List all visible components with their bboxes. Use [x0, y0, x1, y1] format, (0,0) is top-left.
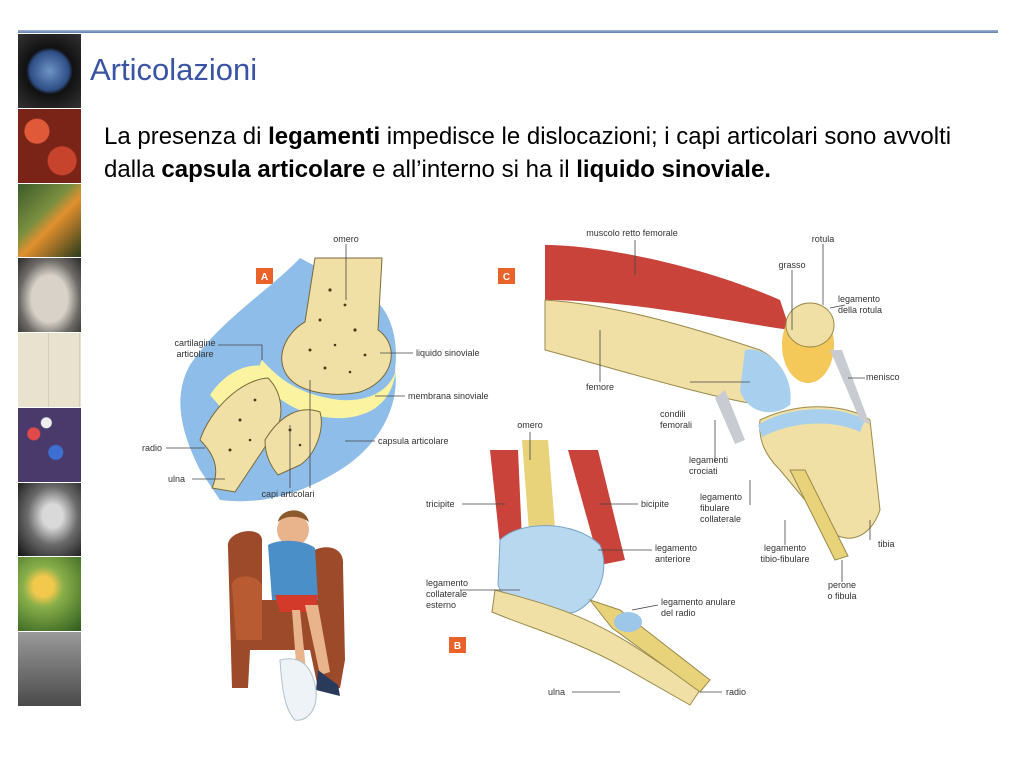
- label-cartilagine: cartilagine: [174, 338, 215, 348]
- label-esterno: esterno: [426, 600, 456, 610]
- label-legamento-anulare: legamento anulare: [661, 597, 736, 607]
- label-fibulare: fibulare: [700, 503, 730, 513]
- condyle-cartilage: [740, 349, 791, 413]
- label-legamenti-crociati: legamenti: [689, 455, 728, 465]
- omero-bone: [281, 257, 392, 395]
- menisco-shape: [758, 409, 865, 437]
- badge-b-label: B: [454, 641, 461, 652]
- earth-image: [18, 34, 81, 109]
- label-capi-articolari: capi articolari: [261, 489, 314, 499]
- label-tibia: tibia: [878, 539, 895, 549]
- label-condili: condili: [660, 409, 686, 419]
- label-tibio-fibulare: tibio-fibulare: [760, 554, 809, 564]
- slide-title: Articolazioni: [90, 52, 258, 87]
- perone-bone: [789, 469, 849, 561]
- flowers-image: [18, 557, 81, 633]
- paragraph-text: La presenza di: [104, 123, 269, 150]
- label-liquido-sinoviale: liquido sinoviale: [416, 348, 480, 358]
- tricipite-muscle: [490, 450, 522, 545]
- paragraph-text: impedisce le dislocazioni; i capi artico…: [104, 123, 952, 183]
- omero-bone: [522, 440, 556, 545]
- crowd-photo-image: [18, 632, 81, 707]
- figure-c-knee: C muscolo retto femorale rotula grasso l…: [498, 228, 900, 601]
- label-menisco: menisco: [866, 372, 900, 382]
- label-membrana-sinoviale: membrana sinoviale: [408, 391, 489, 401]
- label-o-fibula: o fibula: [827, 591, 856, 601]
- label-collaterale: collaterale: [426, 589, 467, 599]
- boy-shirt: [268, 540, 318, 600]
- skull-image: [18, 258, 81, 334]
- boy-leg: [305, 605, 330, 675]
- armchair-arm: [232, 576, 262, 640]
- keyword-capsula: capsula articolare: [161, 156, 366, 183]
- label-legamento-anteriore: legamento: [655, 543, 697, 553]
- tibia-bone: [759, 406, 881, 539]
- label-legamento-fibulare: legamento: [700, 492, 742, 502]
- butterfly-image: [18, 183, 81, 259]
- slide-paragraph: La presenza di legamenti impedisce le di…: [104, 120, 974, 186]
- ice-bag: [279, 658, 317, 721]
- label-capsula-articolare: capsula articolare: [378, 436, 449, 446]
- quadriceps-muscle: [545, 245, 790, 330]
- label-legamento-tibio-fibulare: legamento: [764, 543, 806, 553]
- sidebar-image-strip: [18, 34, 81, 707]
- ulna-bone: [264, 409, 322, 476]
- keyword-legamenti: legamenti: [268, 123, 381, 150]
- crociati-ligament: [715, 390, 745, 444]
- label-articolare: articolare: [176, 349, 213, 359]
- paragraph-text: e all’interno si ha il: [365, 156, 577, 183]
- boy-shoe: [316, 670, 340, 696]
- label-del-radio: del radio: [661, 608, 696, 618]
- boy-head: [277, 514, 309, 546]
- label-radio: radio: [142, 443, 162, 453]
- badge-c: [498, 268, 515, 284]
- badge-a: [256, 268, 273, 284]
- bicipite-muscle: [568, 450, 625, 565]
- badge-b: [449, 637, 466, 653]
- label-perone: perone: [828, 580, 856, 590]
- anular-ligament: [614, 612, 642, 632]
- label-grasso: grasso: [778, 260, 805, 270]
- ulna-bone: [491, 589, 701, 706]
- synovial-fluid: [255, 360, 396, 419]
- label-ulna: ulna: [168, 474, 185, 484]
- label-omero: omero: [333, 234, 359, 244]
- boy-hair: [278, 510, 309, 522]
- hand-flask-image: [18, 482, 81, 558]
- keyword-liquido: liquido sinoviale.: [576, 156, 771, 183]
- label-della-rotula: della rotula: [838, 305, 882, 315]
- radio-bone: [199, 377, 282, 493]
- label-rotula: rotula: [812, 234, 835, 244]
- label-legamento-collaterale: legamento: [426, 578, 468, 588]
- boy-in-armchair-illustration: [227, 510, 345, 721]
- rotula-bone: [785, 302, 835, 348]
- label-anteriore: anteriore: [655, 554, 691, 564]
- figure-a-joint-section: A omero cartilagine articolare: [142, 234, 489, 502]
- embryos-image: [18, 333, 81, 408]
- patellar-ligament: [830, 350, 870, 425]
- label-radio: radio: [726, 687, 746, 697]
- label-muscolo-retto-femorale: muscolo retto femorale: [586, 228, 678, 238]
- label-legamento-rotula: legamento: [838, 294, 880, 304]
- label-tricipite: tricipite: [426, 499, 455, 509]
- label-bicipite: bicipite: [641, 499, 669, 509]
- label-ulna: ulna: [548, 687, 565, 697]
- badge-c-label: C: [503, 272, 510, 283]
- label-omero: omero: [517, 420, 543, 430]
- badge-a-label: A: [261, 272, 268, 283]
- molecules-image: [18, 407, 81, 483]
- label-crociati: crociati: [689, 466, 718, 476]
- label-femore: femore: [586, 382, 614, 392]
- top-rule: [18, 30, 998, 33]
- label-collaterale: collaterale: [700, 514, 741, 524]
- label-femorali: femorali: [660, 420, 692, 430]
- bone-texture: [228, 288, 367, 452]
- figure-b-elbow-ligaments: B omero tricipite bicipite legamento ant…: [426, 420, 746, 706]
- red-cells-image: [18, 108, 81, 184]
